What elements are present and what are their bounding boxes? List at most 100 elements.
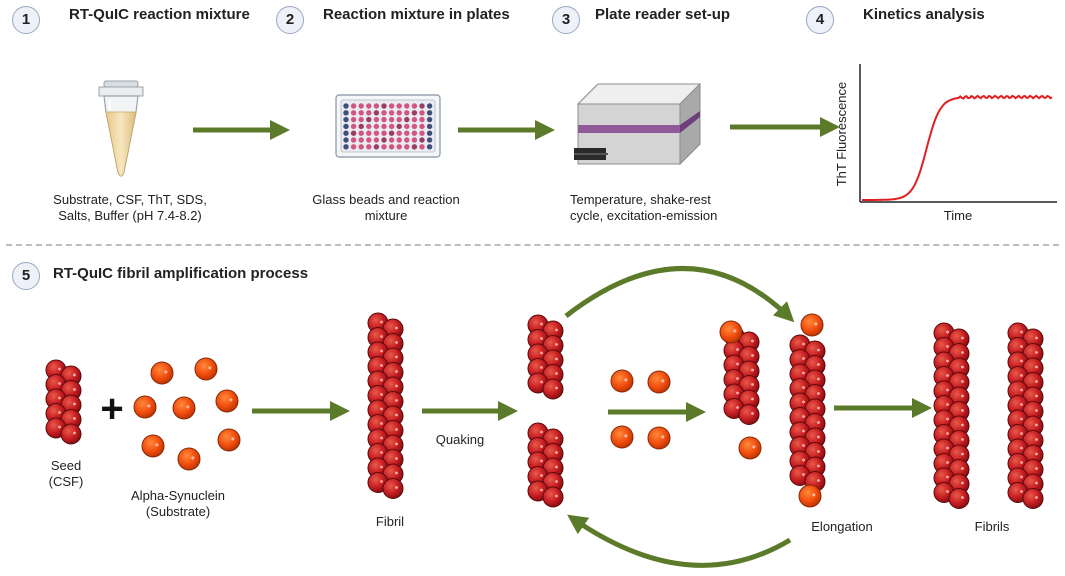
alpha-synuclein-monomer xyxy=(719,320,743,344)
plate-well xyxy=(343,116,349,123)
seed-bead xyxy=(60,423,82,445)
plate-well xyxy=(373,103,380,109)
quaking-caption: Quaking xyxy=(435,432,485,447)
plate-well xyxy=(419,137,425,143)
fibril-bead xyxy=(382,362,404,383)
plate-well xyxy=(350,116,357,123)
plate-well xyxy=(411,123,418,130)
plate-well xyxy=(388,123,395,130)
plate-well xyxy=(358,130,364,136)
alpha-synuclein-monomer xyxy=(610,369,634,393)
plate-well xyxy=(381,116,387,123)
alpha-synuclein-monomer xyxy=(798,484,822,508)
mixture-caption: Substrate, CSF, ThT, SDS, Salts, Buffer … xyxy=(40,192,220,224)
plate-well xyxy=(366,130,372,136)
plate-well xyxy=(343,123,349,130)
plate-well xyxy=(419,103,425,109)
fibril-caption: Fibril xyxy=(375,514,405,529)
seed-caption: Seed (CSF) xyxy=(40,458,92,490)
step-4-title: Kinetics analysis xyxy=(863,6,985,23)
fluorescence-curve xyxy=(862,94,1053,201)
plate-well xyxy=(404,144,410,150)
plate-well xyxy=(373,116,380,123)
plate-well xyxy=(426,103,433,109)
plate-well xyxy=(404,116,410,123)
fragment-top-bead xyxy=(542,378,564,400)
step-4-number: 4 xyxy=(806,6,834,34)
plus-sign: + xyxy=(100,387,123,431)
plate-well xyxy=(350,110,357,116)
plate-well xyxy=(343,144,349,150)
alpha-synuclein-monomer xyxy=(800,313,824,337)
kinetics-chart: ThT Fluorescence Time xyxy=(834,64,1057,223)
plate-well xyxy=(350,144,357,150)
plate-well xyxy=(388,144,395,150)
plate-well xyxy=(388,103,395,109)
fibrils-right-bead xyxy=(1022,488,1044,509)
fibrils-caption: Fibrils xyxy=(974,519,1010,534)
plate-well xyxy=(350,137,357,143)
plate-well xyxy=(366,116,372,123)
plate-well xyxy=(404,123,410,130)
fragment-bottom-bead xyxy=(542,486,564,508)
alpha-synuclein-monomer xyxy=(194,357,218,381)
plate-well xyxy=(358,110,364,116)
step-1-number: 1 xyxy=(12,6,40,34)
plate-well xyxy=(396,110,402,116)
plate-well xyxy=(411,110,418,116)
cycle-arrow-top xyxy=(564,266,795,323)
plate-well xyxy=(411,116,418,123)
plate-well xyxy=(419,144,425,150)
plates-caption-line2: mixture xyxy=(364,208,408,223)
fibrils-left-bead xyxy=(948,488,970,509)
plate-well xyxy=(419,116,425,123)
plate-well xyxy=(366,103,372,109)
fibrils-left-bead xyxy=(948,459,970,480)
plate-well xyxy=(411,144,418,150)
plate-well xyxy=(396,130,402,136)
alpha-synuclein-monomer xyxy=(141,434,165,458)
section-divider xyxy=(6,244,1059,246)
plate-well xyxy=(366,123,372,130)
plate-well xyxy=(419,130,425,136)
plates-caption-line1: Glass beads and reaction xyxy=(312,192,460,207)
elongation-caption: Elongation xyxy=(811,519,873,534)
elongation-short-bead xyxy=(738,404,760,425)
alpha-synuclein-monomer xyxy=(150,361,174,385)
plate-well xyxy=(404,130,410,136)
plate-well xyxy=(388,110,395,116)
plate-well xyxy=(381,103,387,109)
step-5-number: 5 xyxy=(12,262,40,290)
seed-caption-line1: Seed xyxy=(50,458,82,473)
plate-well xyxy=(366,137,372,143)
substrate-caption-line1: Alpha-Synuclein xyxy=(131,488,225,503)
plate-well xyxy=(388,116,395,123)
alpha-synuclein-monomer xyxy=(133,395,157,419)
substrate-caption: Alpha-Synuclein (Substrate) xyxy=(118,488,238,520)
plate-well xyxy=(343,103,349,109)
mixture-caption-line1: Substrate, CSF, ThT, SDS, xyxy=(53,192,207,207)
plate-well xyxy=(350,130,357,136)
plate-well xyxy=(381,144,387,150)
plate-well xyxy=(373,144,380,150)
reader-caption: Temperature, shake-rest cycle, excitatio… xyxy=(570,192,750,224)
alpha-synuclein-monomer xyxy=(610,425,634,449)
plate-well xyxy=(381,110,387,116)
plate-well xyxy=(381,130,387,136)
plate-well xyxy=(366,110,372,116)
step-2-title: Reaction mixture in plates xyxy=(323,6,510,23)
step-1-title: RT-QuIC reaction mixture xyxy=(69,6,250,23)
plate-well xyxy=(419,110,425,116)
plate-well xyxy=(426,144,433,150)
plate-well xyxy=(343,110,349,116)
cycle-arrow-bottom xyxy=(567,514,792,568)
plate-well xyxy=(404,110,410,116)
alpha-synuclein-monomer xyxy=(172,396,196,420)
fibril-bead xyxy=(382,478,404,499)
reader-caption-line1: Temperature, shake-rest xyxy=(570,192,711,207)
fibrils-left-bead xyxy=(948,401,970,422)
plate-well xyxy=(366,144,372,150)
chart-xlabel: Time xyxy=(944,208,972,223)
chart-ylabel: ThT Fluorescence xyxy=(834,82,849,187)
